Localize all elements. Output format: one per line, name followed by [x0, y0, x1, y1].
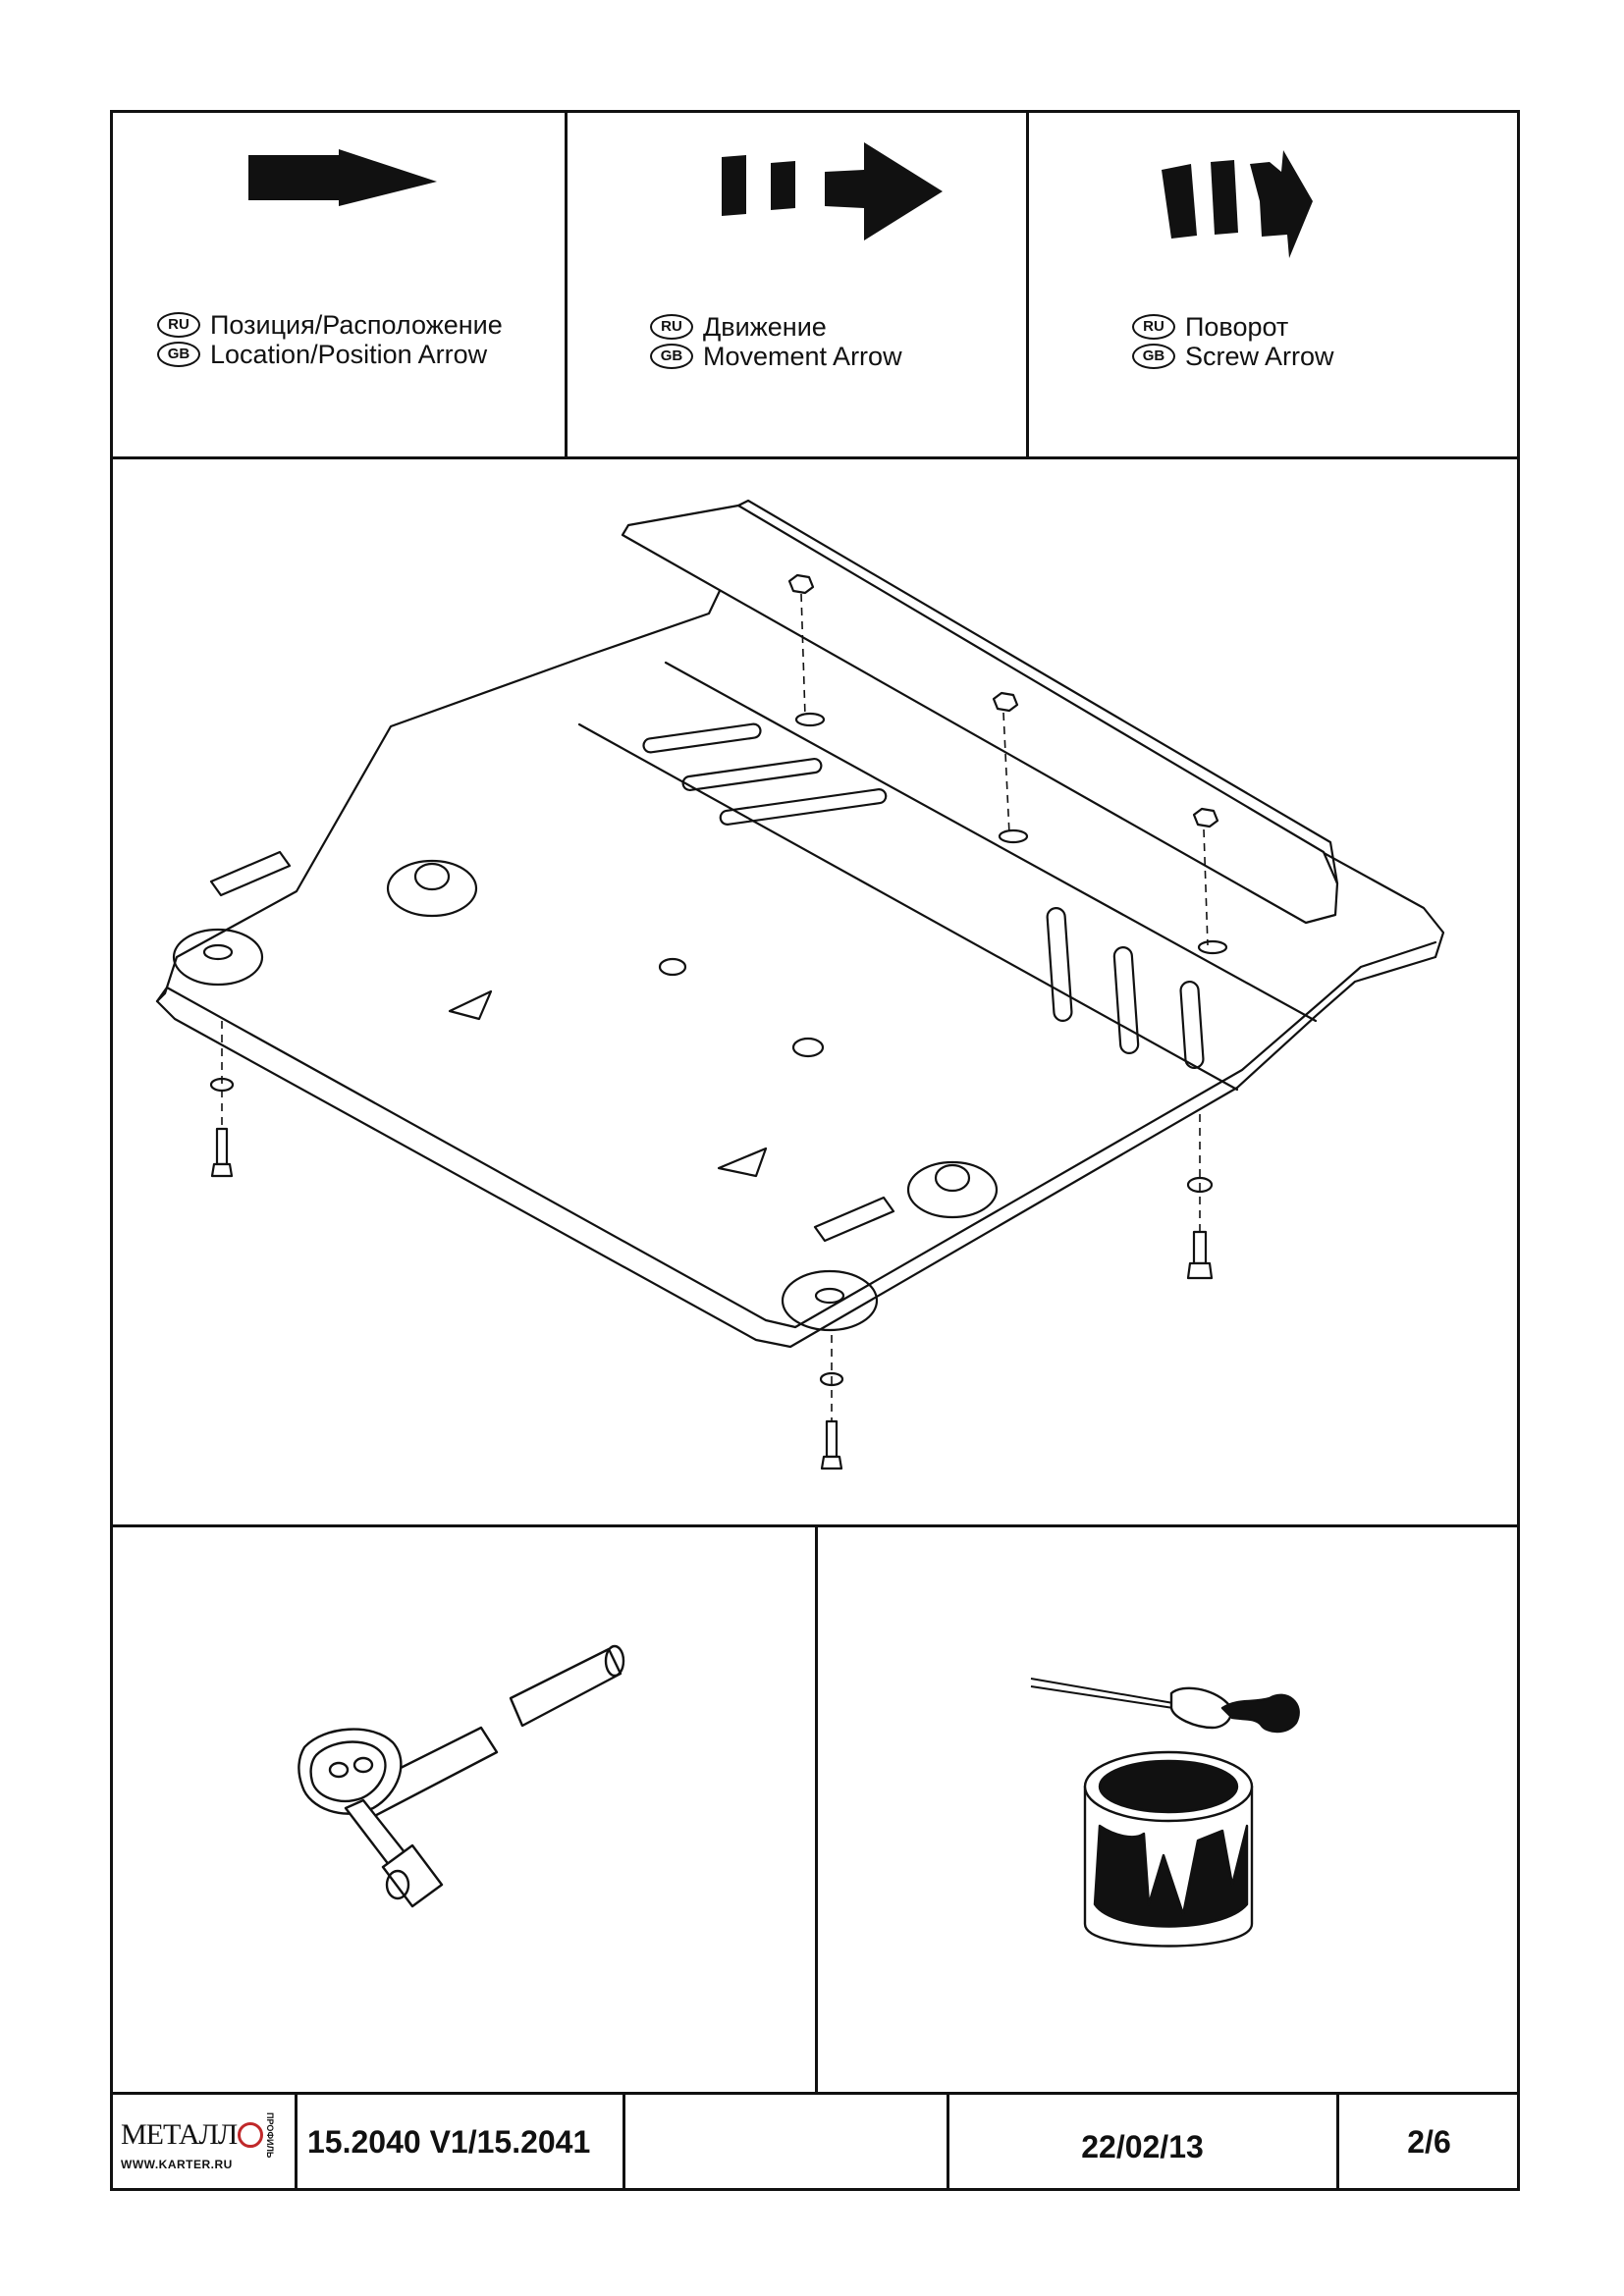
bolt-head — [1186, 1261, 1214, 1280]
logo-side-text: ПРОФИЛЬ — [265, 2111, 276, 2159]
divider-legend — [110, 456, 1520, 459]
clip-nut — [209, 850, 292, 897]
ru-badge: RU — [650, 314, 693, 340]
drawing-frame — [110, 110, 1520, 2191]
ru-badge: RU — [157, 312, 200, 338]
bolt-slot — [998, 828, 1029, 844]
location-arrow-icon — [248, 149, 437, 206]
bolt — [825, 1419, 839, 1459]
corner-slot — [814, 1287, 845, 1305]
legend-gb-label: Location/Position Arrow — [210, 340, 488, 369]
plate-bend-line-1 — [577, 722, 1239, 1092]
date-field: 22/02/13 — [1081, 2128, 1204, 2164]
mount-boss — [906, 1160, 999, 1219]
legend-screw: RU Поворот GB Screw Arrow — [1132, 312, 1334, 371]
slot — [719, 788, 888, 826]
ru-badge: RU — [1132, 314, 1175, 340]
part-number: 15.2040 V1/15.2041 — [307, 2123, 591, 2160]
plate-bend-line-2 — [664, 661, 1318, 1023]
hex-nut — [992, 691, 1019, 713]
triangle-cutout — [717, 1147, 768, 1178]
corner-slot — [202, 943, 234, 961]
bolt-head — [210, 1162, 234, 1178]
tb-divider-3 — [947, 2092, 949, 2190]
assembly-line — [800, 593, 806, 718]
legend-gb-label: Screw Arrow — [1185, 342, 1334, 371]
main-plate-outline — [155, 533, 1445, 1349]
hex-nut — [1192, 807, 1219, 828]
gb-badge: GB — [157, 342, 200, 367]
round-hole — [791, 1037, 825, 1058]
mount-boss — [386, 859, 478, 918]
legend-ru-label: Движение — [703, 312, 827, 342]
legend-ru-label: Позиция/Расположение — [210, 310, 503, 340]
top-bracket-flange — [736, 499, 1339, 885]
tb-divider-2 — [623, 2092, 625, 2190]
hex-nut — [787, 573, 815, 595]
mount-boss-center — [934, 1163, 971, 1193]
blank-field — [625, 2095, 946, 2189]
bolt — [1192, 1230, 1208, 1265]
bolt-slot — [794, 712, 826, 727]
slot — [642, 722, 762, 754]
plate-flange — [155, 940, 1437, 1329]
legend-gb-label: Movement Arrow — [703, 342, 902, 371]
washer — [1186, 1176, 1214, 1194]
tb-divider-4 — [1336, 2092, 1339, 2190]
page-number: 2/6 — [1407, 2123, 1451, 2160]
washer — [819, 1371, 844, 1387]
louver — [1112, 946, 1140, 1054]
paint-can-brush-icon — [1030, 1678, 1300, 1948]
assembly-line — [1002, 712, 1010, 835]
movement-arrow-icon — [722, 142, 943, 240]
bolt-head — [820, 1455, 843, 1470]
divider-legend-2 — [1026, 110, 1029, 458]
gb-badge: GB — [1132, 344, 1175, 369]
triangle-cutout — [448, 989, 493, 1021]
corner-tab — [781, 1269, 879, 1332]
divider-legend-1 — [565, 110, 568, 458]
clip-nut — [813, 1196, 895, 1243]
logo-url: WWW.KARTER.RU — [121, 2158, 233, 2172]
bolt-slot — [1197, 939, 1228, 955]
company-logo: МЕТАЛЛ ПРОФИЛЬ WWW.KARTER.RU — [113, 2095, 293, 2189]
logo-emblem-icon — [238, 2121, 264, 2148]
louver — [1179, 980, 1205, 1070]
screw-arrow-icon — [1162, 150, 1313, 258]
skid-plate-assembly-drawing — [155, 499, 1445, 1470]
tb-divider-1 — [295, 2092, 298, 2190]
corner-tab — [172, 928, 264, 987]
legend-movement: RU Движение GB Movement Arrow — [650, 312, 902, 371]
slot — [681, 757, 823, 792]
bolt — [215, 1127, 229, 1166]
legend-location: RU Позиция/Расположение GB Location/Positi… — [157, 310, 503, 369]
mount-boss-center — [413, 862, 451, 891]
ratchet-wrench-icon — [298, 1644, 625, 1908]
legend-ru-label: Поворот — [1185, 312, 1289, 342]
divider-tools — [815, 1524, 818, 2094]
logo-main-text: МЕТАЛЛ — [121, 2117, 238, 2151]
gb-badge: GB — [650, 344, 693, 369]
round-hole — [658, 957, 687, 977]
louver — [1046, 907, 1073, 1022]
assembly-line — [1203, 828, 1209, 946]
